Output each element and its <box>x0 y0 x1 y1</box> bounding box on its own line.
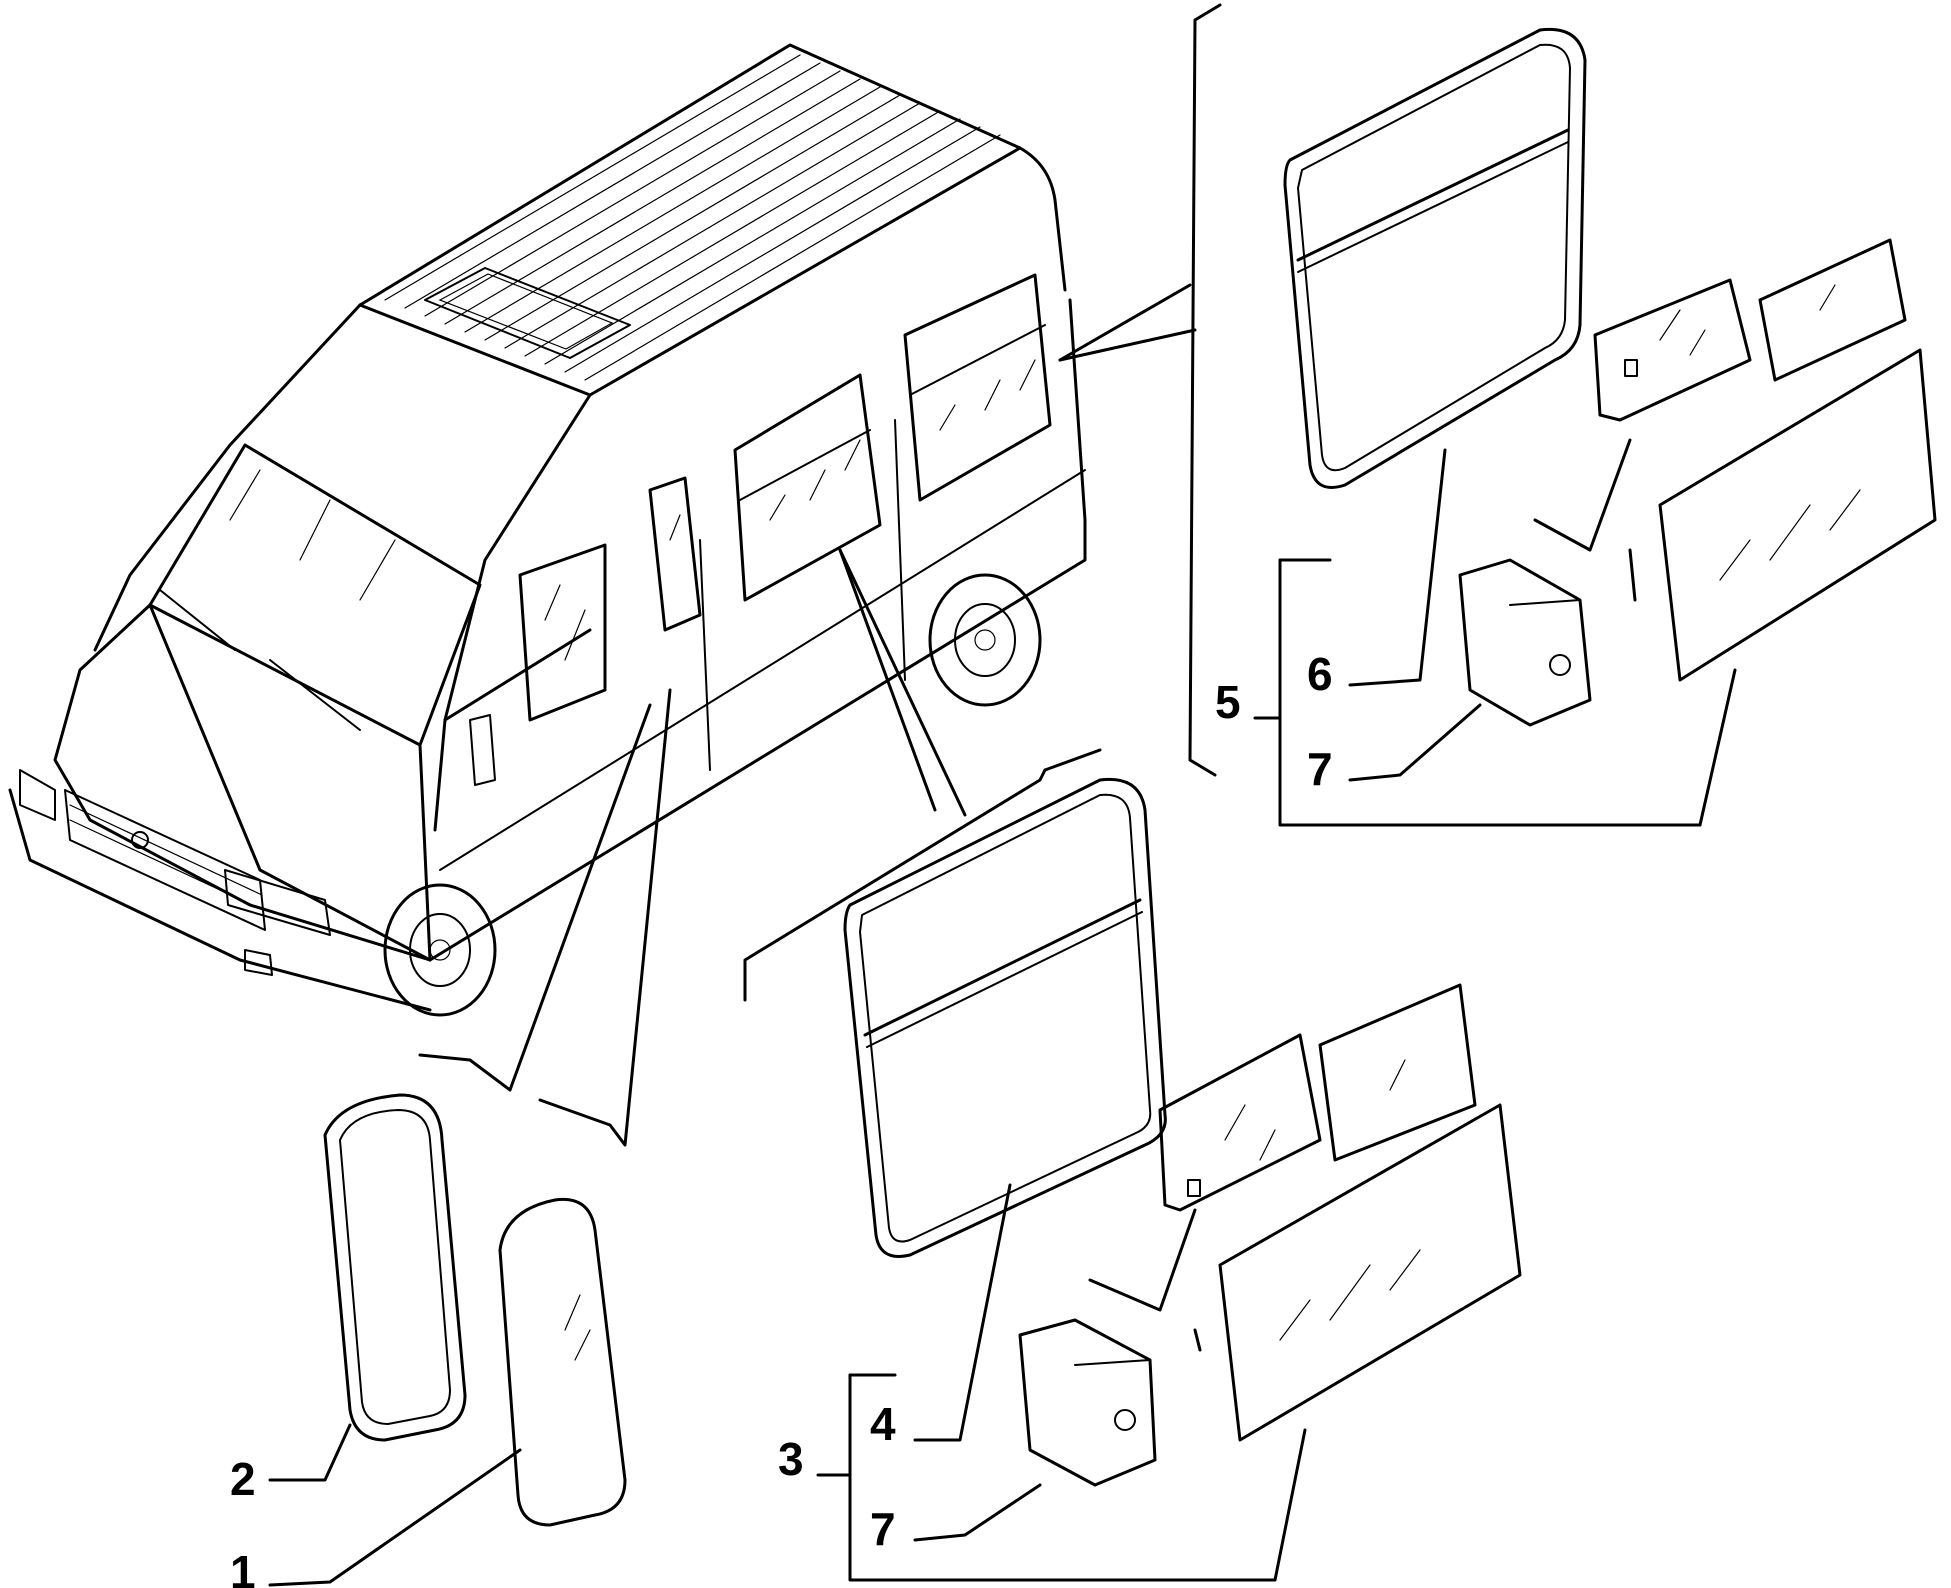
glass-large-2 <box>1218 1103 1522 1442</box>
clip-7-bottom <box>1018 1318 1157 1487</box>
glass-small-c <box>1158 1033 1322 1212</box>
group-1-2-parts <box>268 688 672 1587</box>
callout-7-top: 7 <box>1307 743 1333 795</box>
callout-6: 6 <box>1307 648 1333 700</box>
rear-window <box>903 273 1052 502</box>
glass-small-b <box>1758 238 1907 382</box>
group-3-parts <box>743 548 1522 1582</box>
callout-7-bottom: 7 <box>870 1503 896 1555</box>
glass-small-d <box>1318 983 1477 1162</box>
sliding-door-window <box>648 476 702 632</box>
glass-large <box>1658 348 1937 682</box>
window-frame-2 <box>323 1093 467 1442</box>
roof-vent <box>424 267 631 359</box>
front-door-window <box>518 543 607 722</box>
glass-small-a <box>1593 278 1752 422</box>
group-5-parts <box>1058 3 1937 827</box>
callout-1: 1 <box>230 1546 256 1588</box>
callout-3: 3 <box>778 1433 804 1485</box>
clip-7-top <box>1458 558 1592 727</box>
window-frame-6 <box>1283 27 1587 489</box>
glass-1 <box>498 1197 627 1527</box>
roof-ribs <box>384 54 1001 381</box>
middle-window <box>733 373 882 602</box>
grille <box>64 789 266 931</box>
van-illustration <box>8 43 1087 1017</box>
window-frame-4 <box>843 777 1167 1258</box>
callout-2: 2 <box>230 1453 256 1505</box>
callout-4: 4 <box>870 1398 896 1450</box>
callout-5: 5 <box>1215 676 1241 728</box>
